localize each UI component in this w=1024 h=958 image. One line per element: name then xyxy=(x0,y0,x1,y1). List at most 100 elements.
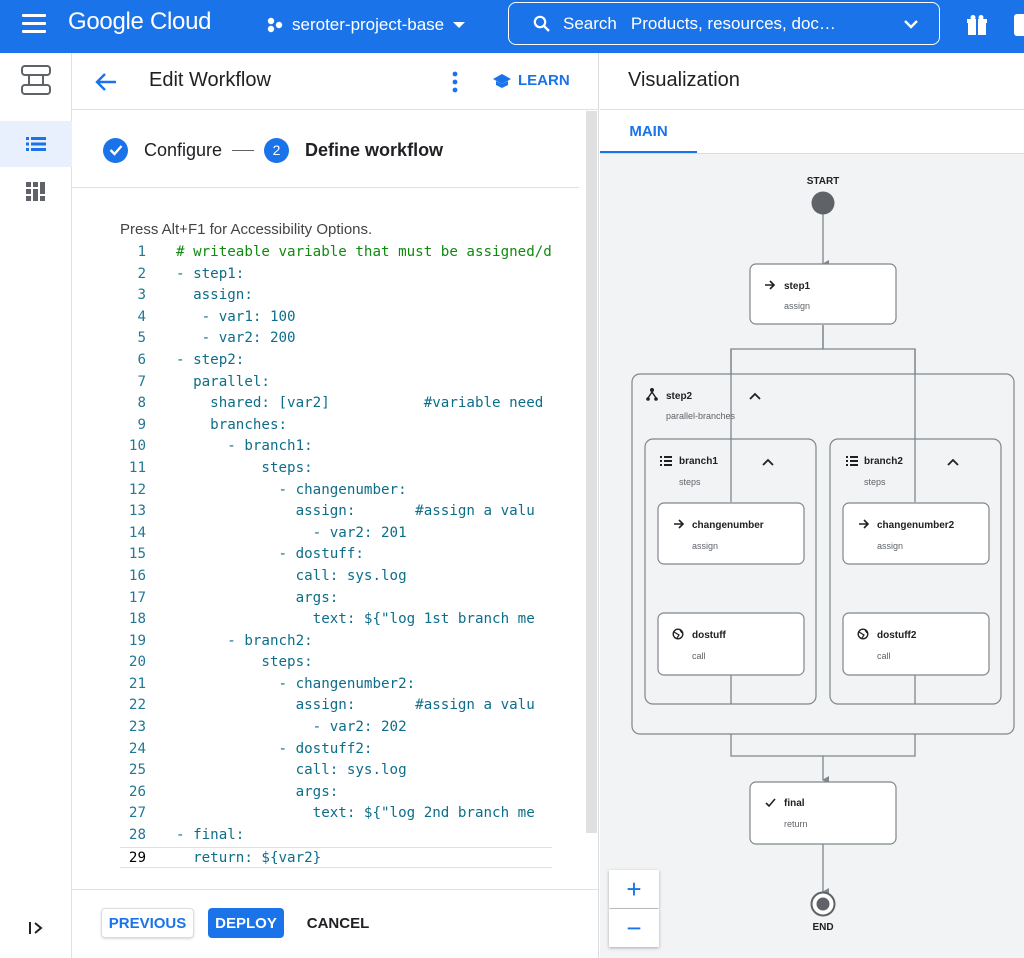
code-line[interactable]: 25 call: sys.log xyxy=(120,760,552,782)
code-text: call: sys.log xyxy=(176,566,552,588)
menu-icon[interactable] xyxy=(22,14,46,36)
start-label: START xyxy=(807,176,840,187)
code-line[interactable]: 24 - dostuff2: xyxy=(120,739,552,761)
previous-button[interactable]: PREVIOUS xyxy=(101,908,194,938)
search-label: Search xyxy=(563,14,617,34)
list-icon[interactable] xyxy=(0,121,72,167)
svg-text:steps: steps xyxy=(864,477,886,487)
code-line[interactable]: 10 - branch1: xyxy=(120,436,552,458)
code-line[interactable]: 28 - final: xyxy=(120,825,552,847)
svg-text:parallel-branches: parallel-branches xyxy=(666,411,736,421)
line-number: 28 xyxy=(120,825,146,847)
line-number: 21 xyxy=(120,674,146,696)
line-number: 13 xyxy=(120,501,146,523)
line-number: 24 xyxy=(120,739,146,761)
code-line[interactable]: 3 assign: xyxy=(120,285,552,307)
code-text: - var2: 202 xyxy=(176,717,552,739)
gift-icon[interactable] xyxy=(966,14,988,36)
code-line[interactable]: 27 text: ${"log 2nd branch me xyxy=(120,803,552,825)
edit-workflow-panel: Edit Workflow LEARN Configure 2 Define w… xyxy=(72,53,599,958)
tab-main[interactable]: MAIN xyxy=(600,111,697,154)
code-line[interactable]: 15 - dostuff: xyxy=(120,544,552,566)
svg-text:dostuff2: dostuff2 xyxy=(877,630,917,641)
code-line[interactable]: 23 - var2: 202 xyxy=(120,717,552,739)
code-line[interactable]: 20 steps: xyxy=(120,652,552,674)
left-nav xyxy=(0,53,72,958)
code-line[interactable]: 16 call: sys.log xyxy=(120,566,552,588)
code-line[interactable]: 4 - var1: 100 xyxy=(120,307,552,329)
code-text: - final: xyxy=(176,825,552,847)
node-dostuff[interactable]: dostuff call xyxy=(658,613,804,675)
line-number: 29 xyxy=(120,848,146,870)
node-step1[interactable]: step1 assign xyxy=(750,264,896,324)
code-text: assign: #assign a valu xyxy=(176,501,552,523)
deploy-button[interactable]: DEPLOY xyxy=(208,908,284,938)
node-final[interactable]: final return xyxy=(750,782,896,844)
code-line[interactable]: 14 - var2: 201 xyxy=(120,523,552,545)
code-line[interactable]: 17 args: xyxy=(120,588,552,610)
code-line[interactable]: 2- step1: xyxy=(120,264,552,286)
list-icon xyxy=(846,456,858,466)
line-number: 23 xyxy=(120,717,146,739)
line-number: 18 xyxy=(120,609,146,631)
line-number: 7 xyxy=(120,372,146,394)
node-changenumber[interactable]: changenumber assign xyxy=(658,503,804,564)
learn-button[interactable]: LEARN xyxy=(492,72,570,89)
svg-text:branch1: branch1 xyxy=(679,456,718,467)
cancel-button[interactable]: CANCEL xyxy=(300,908,376,938)
svg-text:call: call xyxy=(877,651,891,661)
zoom-in-button[interactable]: + xyxy=(609,870,659,908)
search-input[interactable]: Products, resources, doc… xyxy=(631,14,836,34)
expand-panel-icon[interactable] xyxy=(0,905,72,951)
code-line[interactable]: 9 branches: xyxy=(120,415,552,437)
code-text: # writeable variable that must be assign… xyxy=(176,242,552,264)
code-line[interactable]: 7 parallel: xyxy=(120,372,552,394)
terminal-icon[interactable] xyxy=(1014,14,1024,36)
dashboard-icon[interactable] xyxy=(0,169,72,215)
code-line[interactable]: 6- step2: xyxy=(120,350,552,372)
search-bar[interactable]: Search Products, resources, doc… xyxy=(508,2,940,45)
code-text: - changenumber2: xyxy=(176,674,552,696)
line-number: 14 xyxy=(120,523,146,545)
back-arrow-icon[interactable] xyxy=(94,71,118,93)
code-text: - branch1: xyxy=(176,436,552,458)
code-editor[interactable]: 1 # writeable variable that must be assig… xyxy=(120,242,552,868)
node-dostuff2[interactable]: dostuff2 call xyxy=(843,613,989,675)
code-text: steps: xyxy=(176,458,552,480)
line-number: 1 xyxy=(120,242,146,264)
code-line[interactable]: 18 text: ${"log 1st branch me xyxy=(120,609,552,631)
code-line[interactable]: 5 - var2: 200 xyxy=(120,328,552,350)
code-text: parallel: xyxy=(176,372,552,394)
more-vert-icon[interactable] xyxy=(451,70,459,94)
code-line[interactable]: 1 # writeable variable that must be assig… xyxy=(120,242,552,264)
code-line[interactable]: 11 steps: xyxy=(120,458,552,480)
code-line[interactable]: 26 args: xyxy=(120,782,552,804)
code-text: args: xyxy=(176,782,552,804)
line-number: 26 xyxy=(120,782,146,804)
step-configure[interactable]: Configure xyxy=(144,140,222,161)
node-changenumber2[interactable]: changenumber2 assign xyxy=(843,503,989,564)
code-line[interactable]: 8 shared: [var2] #variable need xyxy=(120,393,552,415)
code-text: text: ${"log 2nd branch me xyxy=(176,803,552,825)
list-icon xyxy=(660,456,672,466)
project-selector[interactable]: seroter-project-base xyxy=(266,13,466,37)
stepper: Configure 2 Define workflow xyxy=(103,137,443,163)
scrollbar[interactable] xyxy=(586,111,597,833)
chevron-down-icon[interactable] xyxy=(903,18,919,30)
graph-canvas[interactable]: START END step1 assign step2 parallel-br… xyxy=(600,154,1024,958)
search-icon xyxy=(533,15,551,33)
code-line[interactable]: 21 - changenumber2: xyxy=(120,674,552,696)
zoom-out-button[interactable]: − xyxy=(609,909,659,947)
svg-text:changenumber: changenumber xyxy=(692,520,764,531)
code-text: - dostuff: xyxy=(176,544,552,566)
code-line[interactable]: 19 - branch2: xyxy=(120,631,552,653)
code-line[interactable]: 29 return: ${var2} xyxy=(120,847,552,869)
code-line[interactable]: 22 assign: #assign a valu xyxy=(120,695,552,717)
code-line[interactable]: 12 - changenumber: xyxy=(120,480,552,502)
google-cloud-logo[interactable]: Google Cloud xyxy=(68,8,211,36)
project-name: seroter-project-base xyxy=(292,15,444,35)
workflows-icon[interactable] xyxy=(0,57,72,103)
code-text: - changenumber: xyxy=(176,480,552,502)
svg-text:final: final xyxy=(784,798,805,809)
code-line[interactable]: 13 assign: #assign a valu xyxy=(120,501,552,523)
